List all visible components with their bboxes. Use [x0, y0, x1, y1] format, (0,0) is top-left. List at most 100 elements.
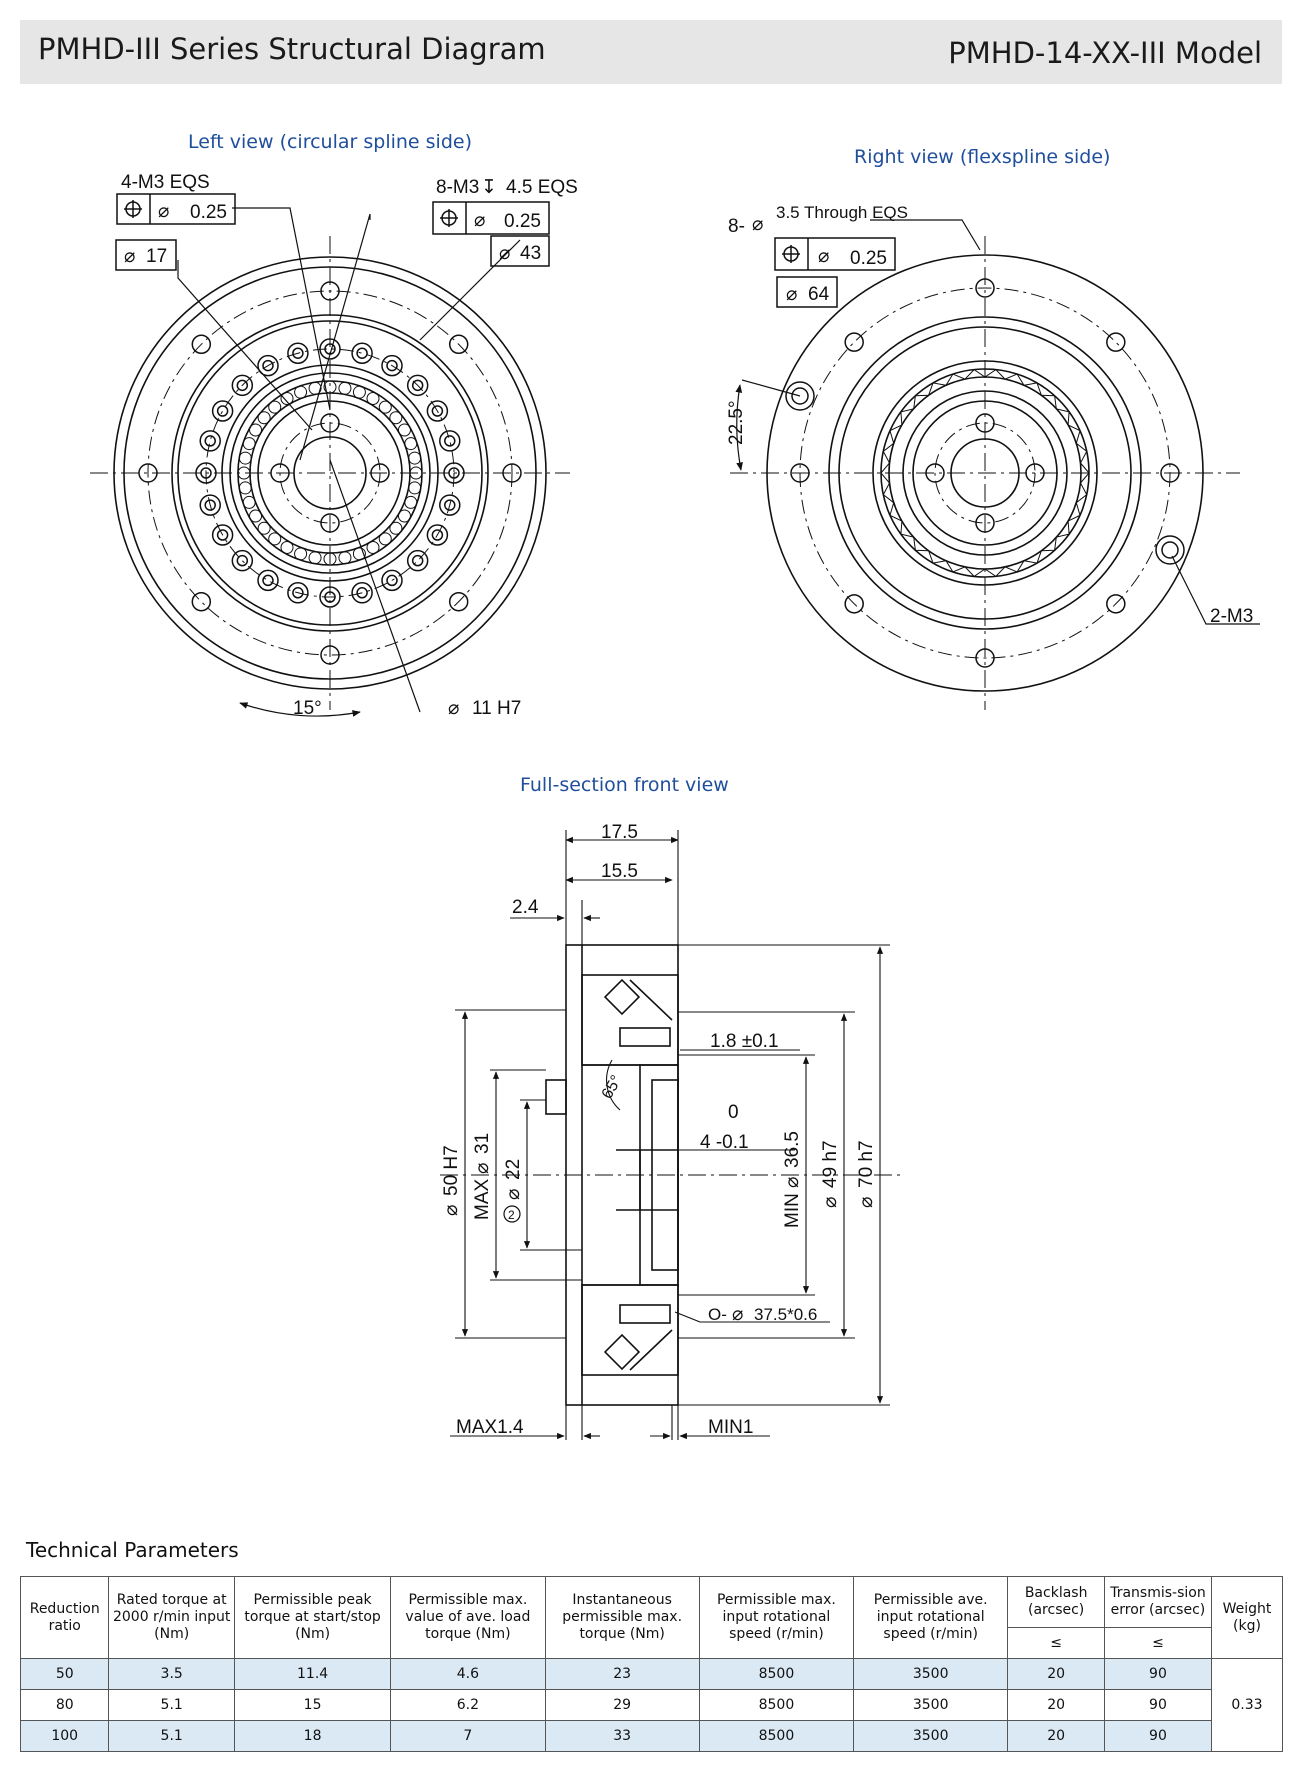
right-outer-holes	[790, 278, 1180, 668]
hole	[389, 521, 403, 535]
hole-inner	[411, 554, 424, 567]
svg-text:⌀: ⌀	[441, 1205, 462, 1216]
hole	[138, 463, 158, 483]
right-view-caption: Right view (flexspline side)	[854, 146, 1111, 168]
label-8m3: 8-M3	[436, 177, 479, 198]
label-4m3: 4-M3 EQS	[121, 172, 210, 193]
label-w175: 17.5	[601, 822, 638, 843]
hole	[389, 411, 403, 425]
svg-text:⌀: ⌀	[499, 243, 510, 264]
label-d17: 17	[146, 246, 167, 267]
hole	[1106, 594, 1126, 614]
label-w155: 15.5	[601, 861, 638, 882]
table-cell: 90	[1103, 1689, 1212, 1721]
label-d365: 36.5	[782, 1131, 803, 1168]
table-cell: 33	[544, 1720, 700, 1752]
left-leaders	[177, 207, 521, 717]
hole-inner	[444, 499, 456, 511]
table-cell: 80	[19, 1689, 110, 1721]
hole	[237, 466, 251, 480]
hole	[409, 466, 423, 480]
technical-parameters-title: Technical Parameters	[26, 1538, 239, 1562]
weight-cell: 0.33	[1210, 1658, 1284, 1752]
table-cell: 5.1	[108, 1689, 235, 1721]
hole-inner	[411, 379, 424, 392]
table-cell: 100	[19, 1720, 110, 1752]
label-d11: 11 H7	[472, 698, 521, 719]
header-cell: Transmis-sion error (arcsec)	[1103, 1576, 1212, 1628]
hole	[238, 481, 252, 495]
svg-text:⌀: ⌀	[732, 1304, 743, 1325]
hole	[381, 569, 403, 592]
right-center-holes	[925, 413, 1045, 533]
hole	[406, 374, 429, 397]
hole	[257, 569, 279, 592]
table-cell: 5.1	[108, 1720, 235, 1752]
label-oring: O-	[708, 1305, 727, 1324]
svg-text:⌀: ⌀	[158, 201, 169, 222]
hole	[366, 392, 380, 406]
label-d43: 43	[520, 243, 541, 264]
table-cell: 15	[233, 1689, 392, 1721]
hole	[338, 381, 352, 395]
label-tol-r: 0.25	[850, 248, 887, 269]
hole	[502, 463, 522, 483]
hole-inner	[386, 574, 398, 587]
svg-text:⌀: ⌀	[818, 246, 829, 267]
left-bearing-rollers	[237, 380, 423, 566]
hole-inner	[431, 405, 444, 417]
hole	[406, 549, 429, 572]
hole	[320, 281, 340, 301]
hole-inner	[204, 499, 216, 511]
hole	[280, 540, 294, 554]
hole-inner	[204, 435, 216, 447]
header-cell: Reduction ratio	[19, 1576, 110, 1659]
left-tolerance-frames	[115, 193, 550, 271]
hole	[323, 380, 337, 394]
hole	[1160, 463, 1180, 483]
table-row: 100 5.1 18 7 33 8500 3500 20 90	[19, 1720, 1283, 1752]
right-view-drawing	[730, 236, 1240, 710]
hole-inner	[236, 554, 249, 567]
hole	[249, 423, 263, 437]
hole-inner	[200, 467, 212, 479]
section-view-caption: Full-section front view	[520, 774, 729, 796]
hole-inner	[292, 587, 304, 599]
hole	[287, 342, 309, 364]
svg-text:⌀: ⌀	[472, 1163, 493, 1174]
label-through: 3.5 Through EQS	[776, 203, 908, 222]
label-d70: 70 h7	[856, 1140, 877, 1188]
hole	[378, 400, 392, 414]
header-cell: Backlash (arcsec)	[1007, 1576, 1105, 1628]
right-flexspline-teeth	[880, 368, 1090, 578]
model-name: PMHD-14-XX-III Model	[948, 36, 1262, 70]
hole	[426, 524, 449, 546]
table-cell: 11.4	[233, 1658, 392, 1690]
hole	[439, 430, 461, 452]
label-min: MIN	[782, 1193, 803, 1228]
hole	[426, 400, 449, 422]
left-center-holes	[270, 413, 390, 533]
svg-text:⌀: ⌀	[124, 246, 135, 267]
label-oring-val: 37.5*0.6	[754, 1305, 817, 1324]
label-min1: MIN1	[708, 1417, 753, 1438]
hole	[1106, 332, 1126, 352]
table-cell: 20	[1007, 1720, 1105, 1752]
table-cell: 7	[390, 1720, 546, 1752]
hole	[249, 509, 263, 523]
hole	[195, 462, 217, 484]
label-depth: 4.5 EQS	[506, 177, 578, 198]
right-tolerance-frames	[774, 237, 896, 308]
table-cell: 20	[1007, 1658, 1105, 1690]
label-d31: 31	[472, 1133, 493, 1154]
hole	[338, 551, 352, 565]
hole	[268, 532, 282, 546]
table-cell: 20	[1007, 1689, 1105, 1721]
hole	[975, 278, 995, 298]
hole	[257, 354, 279, 377]
hole	[268, 400, 282, 414]
header-cell: Weight (kg)	[1210, 1576, 1284, 1659]
hole	[257, 411, 271, 425]
hole	[238, 451, 252, 465]
hole-inner	[356, 587, 368, 599]
